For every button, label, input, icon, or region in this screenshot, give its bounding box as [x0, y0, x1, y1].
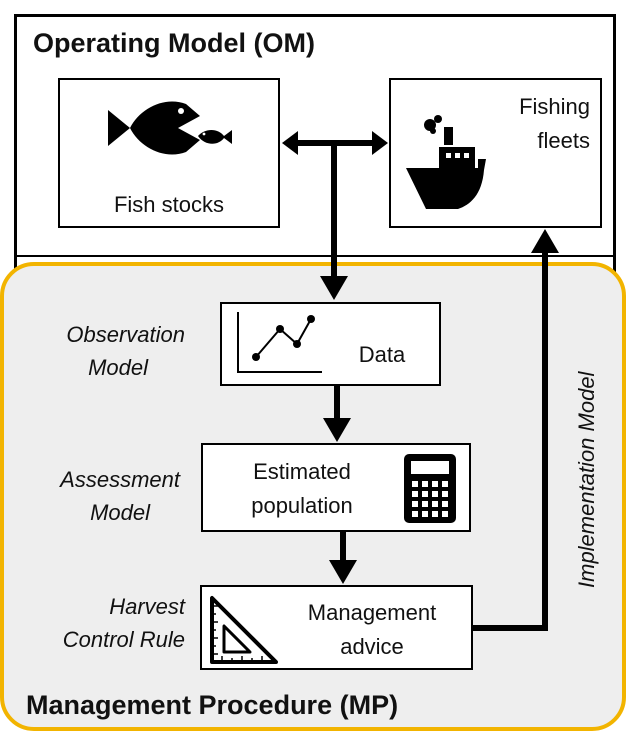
data-label: Data: [358, 342, 406, 367]
fishing-fleets-label-line1: Fishing: [519, 94, 590, 119]
set-square-icon: [210, 596, 278, 664]
operating-model-heading: Operating Model (OM): [33, 28, 315, 58]
data-to-estimate-arrow: [323, 386, 351, 442]
observation-model-label-line2: Model: [88, 355, 148, 380]
big-fish-eating-small-fish-icon: [108, 101, 232, 155]
implementation-arrow: [473, 229, 559, 631]
estimated-population-label-line2: population: [251, 493, 353, 518]
fish-stocks-label: Fish stocks: [113, 192, 225, 217]
management-procedure-heading: Management Procedure (MP): [26, 690, 399, 720]
estimated-population-label-line1: Estimated: [253, 459, 351, 484]
assessment-model-label-line1: Assessment: [60, 467, 180, 492]
line-chart-icon: [237, 312, 322, 373]
harvest-control-rule-label-line1: Harvest: [109, 594, 185, 619]
ship-icon: [406, 115, 486, 209]
om-to-data-arrow: [320, 143, 348, 300]
management-advice-label-line1: Management: [307, 600, 437, 625]
harvest-control-rule-label-line2: Control Rule: [62, 627, 185, 652]
estimate-to-advice-arrow: [329, 532, 357, 584]
observation-model-label-line1: Observation: [66, 322, 185, 347]
om-mp-divider: [14, 255, 616, 257]
calculator-icon: [404, 454, 456, 523]
fishing-fleets-label-line2: fleets: [537, 128, 590, 153]
assessment-model-label-line2: Model: [90, 500, 150, 525]
management-advice-label-line2: advice: [340, 634, 404, 659]
